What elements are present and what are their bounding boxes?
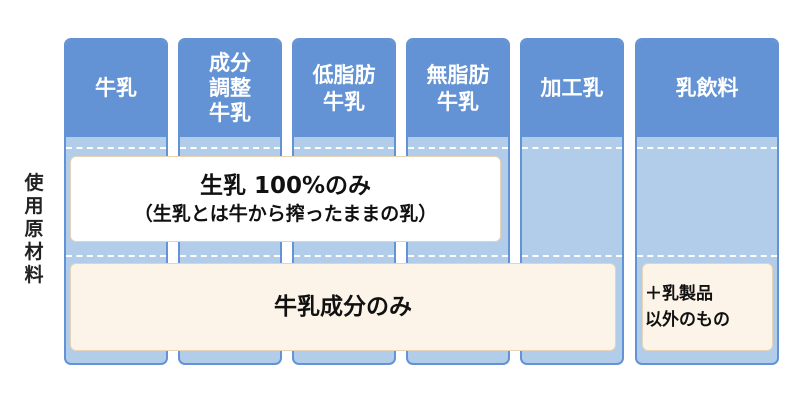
divider (408, 255, 508, 257)
divider (180, 147, 280, 149)
milk-components-box: 牛乳成分のみ (70, 263, 616, 351)
divider (408, 147, 508, 149)
column-header-milk-beverage: 乳飲料 (637, 40, 777, 137)
raw-milk-box: 生乳 100%のみ （生乳とは牛から搾ったままの乳） (70, 156, 501, 242)
divider (294, 147, 394, 149)
column-header-low-fat-milk: 低脂肪 牛乳 (294, 40, 394, 137)
column-header-milk: 牛乳 (66, 40, 166, 137)
divider (294, 255, 394, 257)
side-label-raw-materials: 使 用 原 材 料 (24, 172, 44, 286)
divider (66, 147, 166, 149)
column-header-adjusted-milk: 成分 調整 牛乳 (180, 40, 280, 137)
divider (66, 255, 166, 257)
non-dairy-text: ＋乳製品 以外のもの (645, 284, 730, 330)
divider (637, 147, 777, 149)
divider (522, 147, 622, 149)
divider (637, 255, 777, 257)
divider (180, 255, 280, 257)
raw-milk-subtitle: （生乳とは牛から搾ったままの乳） (133, 203, 438, 225)
column-header-non-fat-milk: 無脂肪 牛乳 (408, 40, 508, 137)
non-dairy-box: ＋乳製品 以外のもの (642, 263, 773, 351)
milk-components-title: 牛乳成分のみ (274, 294, 412, 320)
column-header-processed-milk: 加工乳 (522, 40, 622, 137)
raw-milk-title: 生乳 100%のみ (199, 173, 372, 199)
divider (522, 255, 622, 257)
